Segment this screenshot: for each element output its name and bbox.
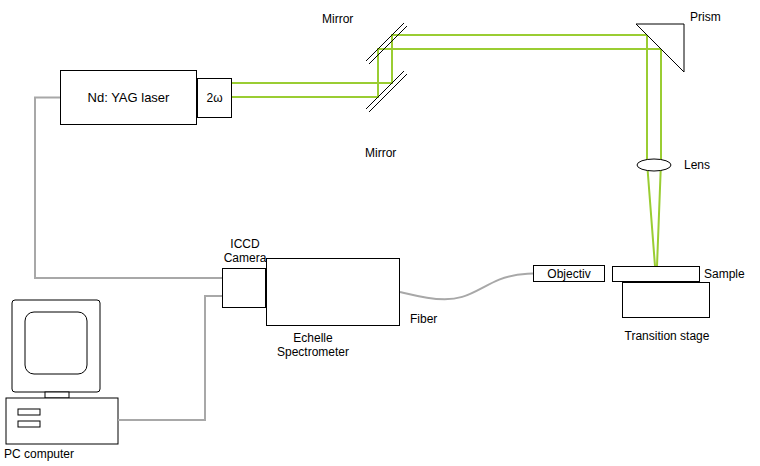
edge-label: Fiber: [408, 312, 439, 326]
pc-drive-slot: [18, 421, 40, 427]
harmonic-box: 2ω: [197, 78, 232, 118]
sample-box: Sample: [612, 266, 700, 282]
optical-fiber: [400, 274, 533, 300]
laser-beam: [232, 35, 661, 266]
node-text: 2ω: [206, 91, 222, 105]
node-text: Nd: YAG laser: [88, 91, 170, 105]
camera-box: ICCD Camera: [222, 268, 266, 308]
mirror-symbol: [366, 23, 407, 112]
pc-neck: [45, 392, 69, 398]
pc-symbol: [6, 300, 118, 444]
pc-node: PC computer: [0, 298, 118, 464]
node-text: Echelle Spectrometer: [267, 331, 359, 359]
stage-box: Transition stage: [622, 282, 710, 318]
pc-drive-slot: [18, 409, 40, 415]
lens-label: Lens: [684, 158, 710, 172]
pc-monitor: [12, 300, 100, 392]
node-text: Transition stage: [619, 329, 715, 343]
prism-label: Prism: [690, 10, 721, 24]
upper-mirror: [366, 23, 404, 61]
laser-beam-ray: [232, 35, 655, 266]
spectrometer-box: Echelle Spectrometer: [266, 258, 400, 326]
lower-mirror: [366, 71, 404, 109]
prism-symbol: [636, 24, 684, 72]
pc-case: [6, 398, 118, 444]
laser-beam-ray: [232, 49, 661, 266]
mirror-label: Mirror: [322, 12, 353, 26]
upper-mirror-back: [369, 26, 407, 64]
node-text: PC computer: [4, 447, 74, 461]
cable: [118, 296, 222, 420]
lower-mirror-back: [369, 74, 407, 112]
node-text: Sample: [704, 267, 745, 281]
node-text: Objectiv: [547, 267, 590, 281]
mirror-label: Mirror: [365, 146, 396, 160]
lens-symbol: [637, 159, 671, 171]
objective-box: Objectiv: [533, 265, 605, 282]
pc-screen: [25, 312, 87, 374]
node-text: ICCD Camera: [217, 237, 273, 265]
laser-box: Nd: YAG laser: [60, 70, 197, 125]
